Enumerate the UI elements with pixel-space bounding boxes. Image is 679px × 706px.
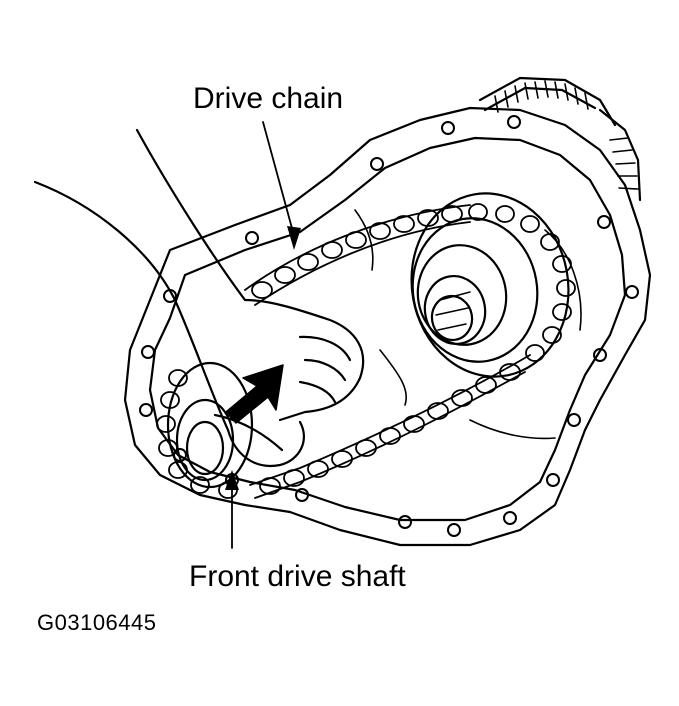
bolt-holes bbox=[139, 115, 639, 537]
front-drive-shaft-label: Front drive shaft bbox=[189, 560, 406, 593]
figure-code-label: G03106445 bbox=[37, 610, 157, 635]
drive-chain-label: Drive chain bbox=[193, 82, 344, 115]
drive-chain-leader bbox=[262, 121, 294, 233]
leader-lines bbox=[231, 121, 294, 549]
technician-hands bbox=[33, 128, 365, 468]
front-sprocket bbox=[156, 361, 254, 499]
rear-sprocket bbox=[410, 192, 570, 378]
drive-chain-lower bbox=[249, 354, 531, 499]
case-interior-detail bbox=[354, 209, 582, 440]
drive-chain-arrowhead bbox=[287, 226, 301, 250]
front-drive-shaft-arrowhead bbox=[225, 470, 239, 490]
drive-chain-upper bbox=[244, 204, 471, 306]
lift-direction-arrow-icon bbox=[225, 364, 284, 424]
drive-chain-sprocket-wrap bbox=[468, 203, 576, 362]
rear-output-shaft bbox=[478, 76, 642, 202]
